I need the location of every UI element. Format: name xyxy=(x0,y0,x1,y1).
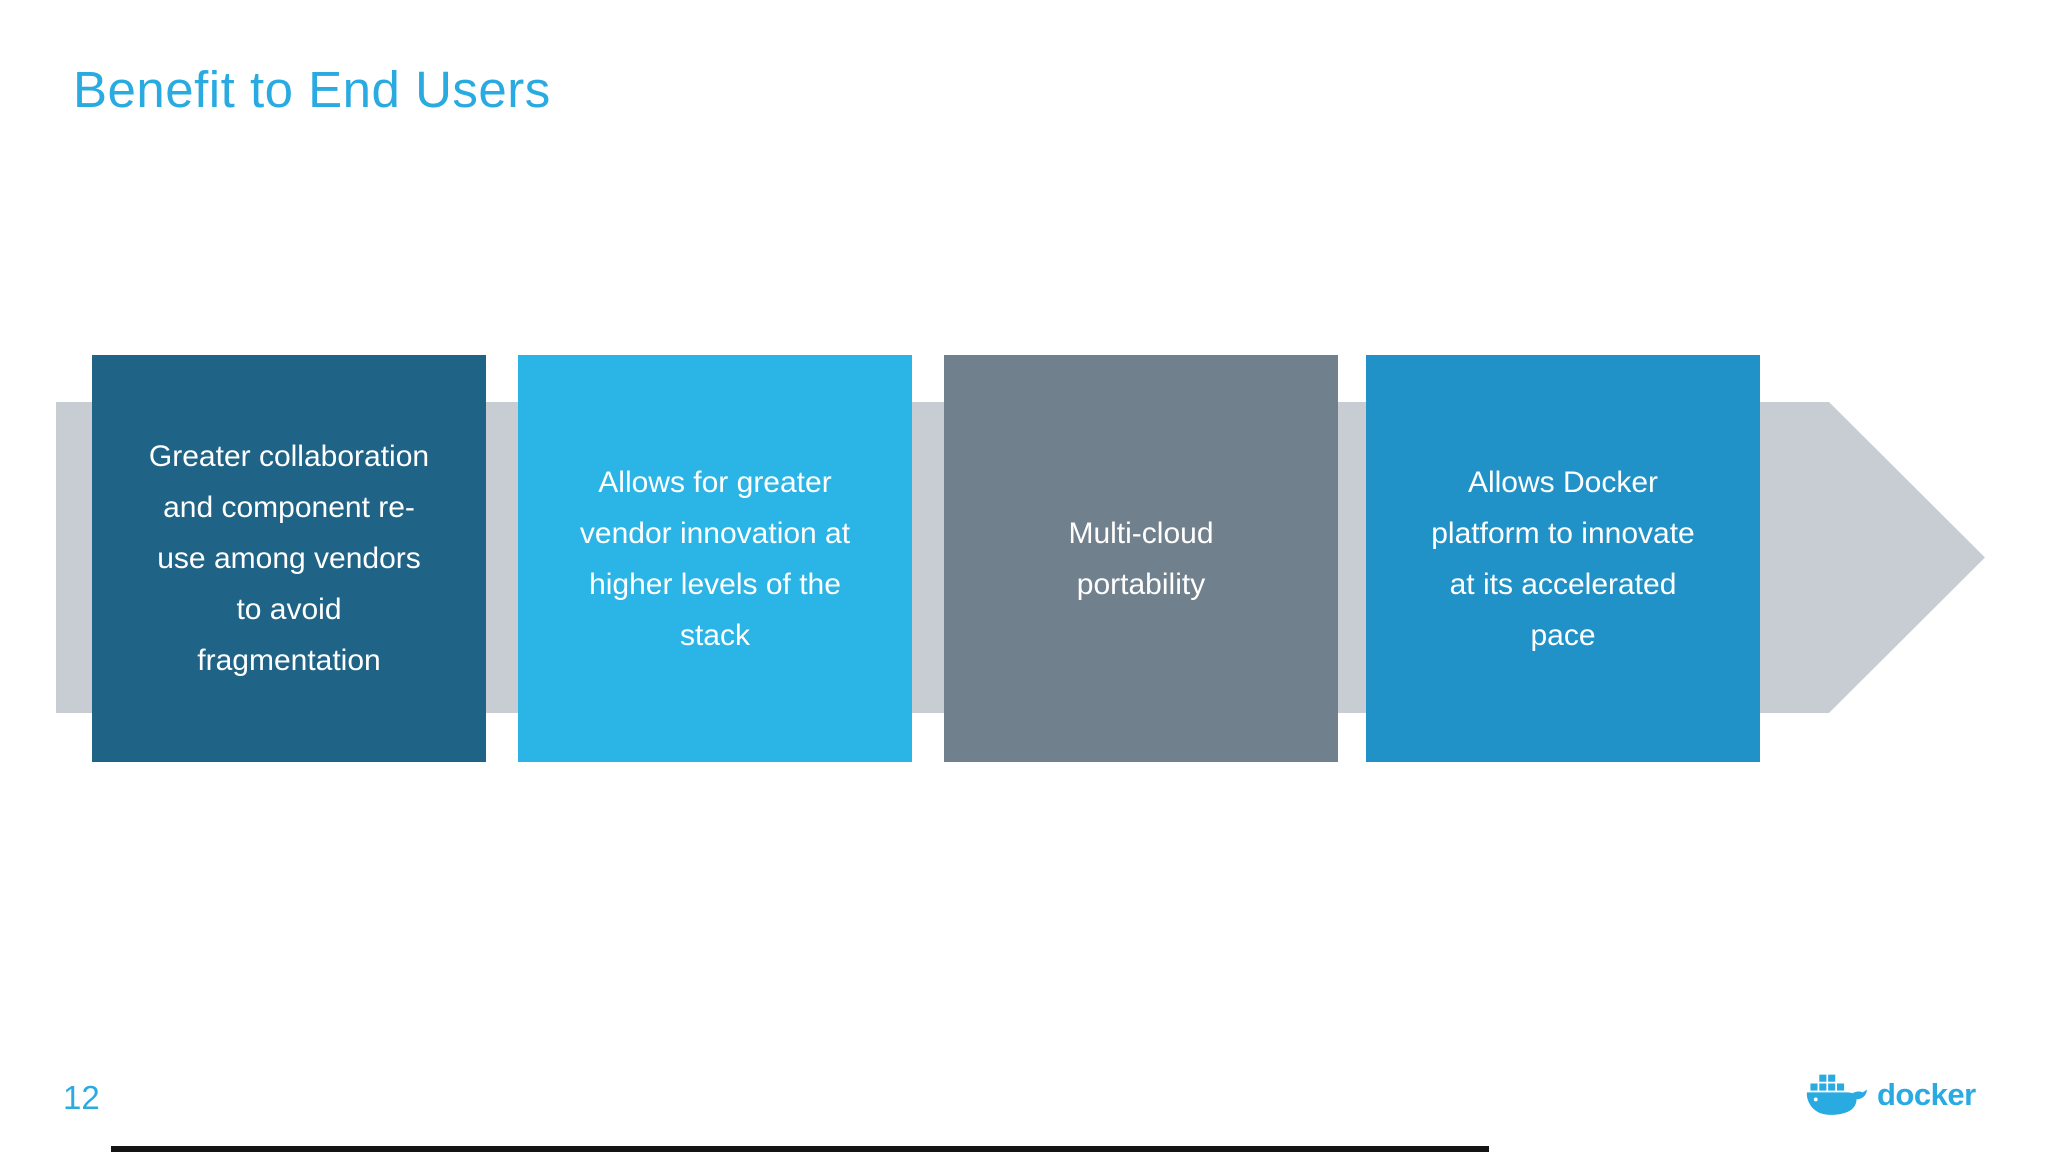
flow-step-label: Multi-cloud portability xyxy=(1068,516,1214,601)
flow-step-docker-platform: Allows Docker platform to innovate at it… xyxy=(1366,355,1760,762)
page-title: Benefit to End Users xyxy=(73,61,551,118)
docker-logo: docker xyxy=(1806,1072,1976,1118)
docker-logo-text: docker xyxy=(1877,1077,1976,1112)
flow-step-multicloud: Multi-cloud portability xyxy=(944,355,1338,762)
flow-step-label: Allows for greater vendor innovation at … xyxy=(579,465,851,652)
bottom-progress-bar xyxy=(111,1146,1489,1152)
flow-step-label: Greater collaboration and component re- … xyxy=(148,440,430,677)
flow-step-vendor-innovation: Allows for greater vendor innovation at … xyxy=(518,355,912,762)
docker-whale-icon xyxy=(1806,1073,1868,1117)
page-number: 12 xyxy=(63,1079,100,1116)
flow-step-label: Allows Docker platform to innovate at it… xyxy=(1431,465,1695,652)
flow-step-collaboration: Greater collaboration and component re- … xyxy=(92,355,486,762)
